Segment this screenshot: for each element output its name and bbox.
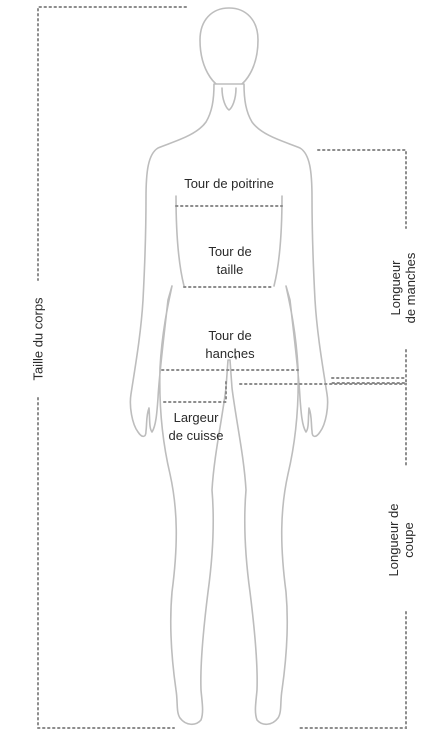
body-height-label: Taille du corps xyxy=(31,297,46,381)
waist-label-line2: taille xyxy=(217,262,244,277)
head-outline xyxy=(200,8,258,88)
body-silhouette xyxy=(130,8,327,724)
waist-label-line1: Tour de xyxy=(208,244,251,259)
thigh-label-line2: de cuisse xyxy=(169,428,224,443)
sleeve-label: Longueur de manches xyxy=(388,252,418,323)
bust-label: Tour de poitrine xyxy=(184,176,274,191)
inseam-label-line2: coupe xyxy=(401,522,416,557)
sleeve-label-line2: de manches xyxy=(403,252,418,323)
sleeve-label-line1: Longueur xyxy=(388,260,403,316)
thigh-label-line1: Largeur xyxy=(174,410,219,425)
hips-label-line1: Tour de xyxy=(208,328,251,343)
hips-label-line2: hanches xyxy=(205,346,255,361)
inseam-label-line1: Longueur de xyxy=(386,503,401,576)
inseam-label: Longueur de coupe xyxy=(386,503,416,576)
